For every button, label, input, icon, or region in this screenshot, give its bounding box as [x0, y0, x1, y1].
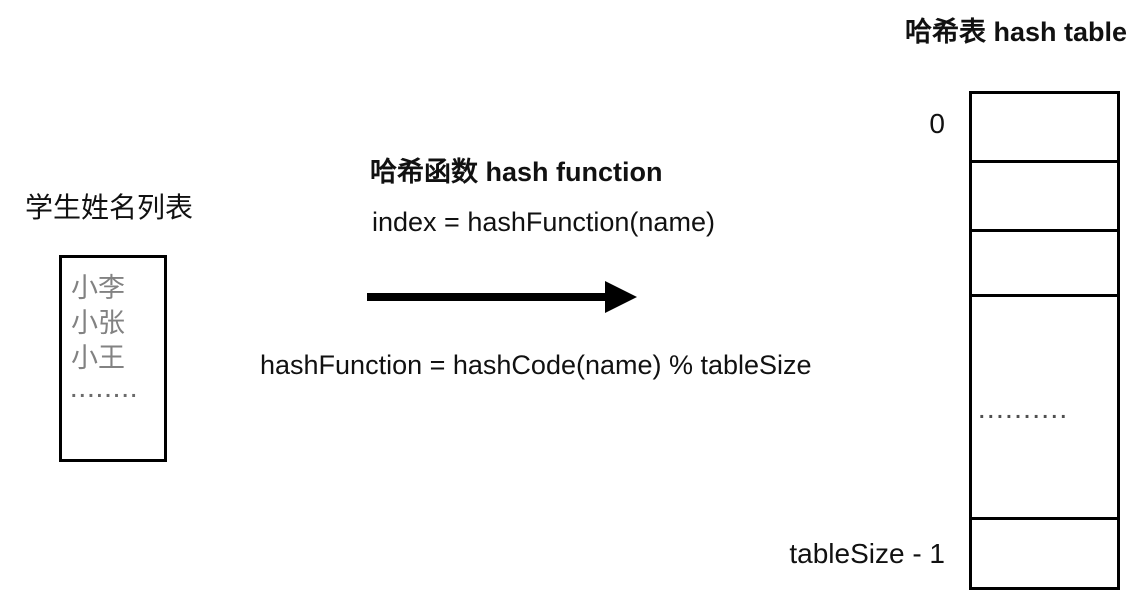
- student-name: 小李: [71, 273, 125, 303]
- hash-table-cell: ..........: [972, 297, 1117, 520]
- hash-function-heading: 哈希函数 hash function: [370, 157, 663, 187]
- diagram-title: 哈希表 hash table: [904, 17, 1127, 47]
- hash-table-cell: [972, 232, 1117, 297]
- hash-function-definition-formula: hashFunction = hashCode(name) % tableSiz…: [260, 350, 812, 380]
- student-name: 小王: [71, 343, 125, 373]
- table-first-index-label: 0: [929, 108, 945, 139]
- right-arrow-icon: [367, 281, 637, 313]
- student-name: 小张: [71, 308, 125, 338]
- hash-table: ..........: [969, 91, 1120, 590]
- index-formula: index = hashFunction(name): [372, 207, 715, 237]
- ellipsis-dots: ..........: [979, 401, 1070, 423]
- ellipsis-dots: ........: [71, 380, 140, 402]
- hash-table-cell: [972, 94, 1117, 163]
- table-last-index-label: tableSize - 1: [789, 538, 945, 569]
- student-list-label: 学生姓名列表: [25, 192, 194, 223]
- hash-table-cell: [972, 520, 1117, 587]
- student-name-list-box: 小李 小张 小王 ........: [59, 255, 167, 462]
- hash-table-cell: [972, 163, 1117, 232]
